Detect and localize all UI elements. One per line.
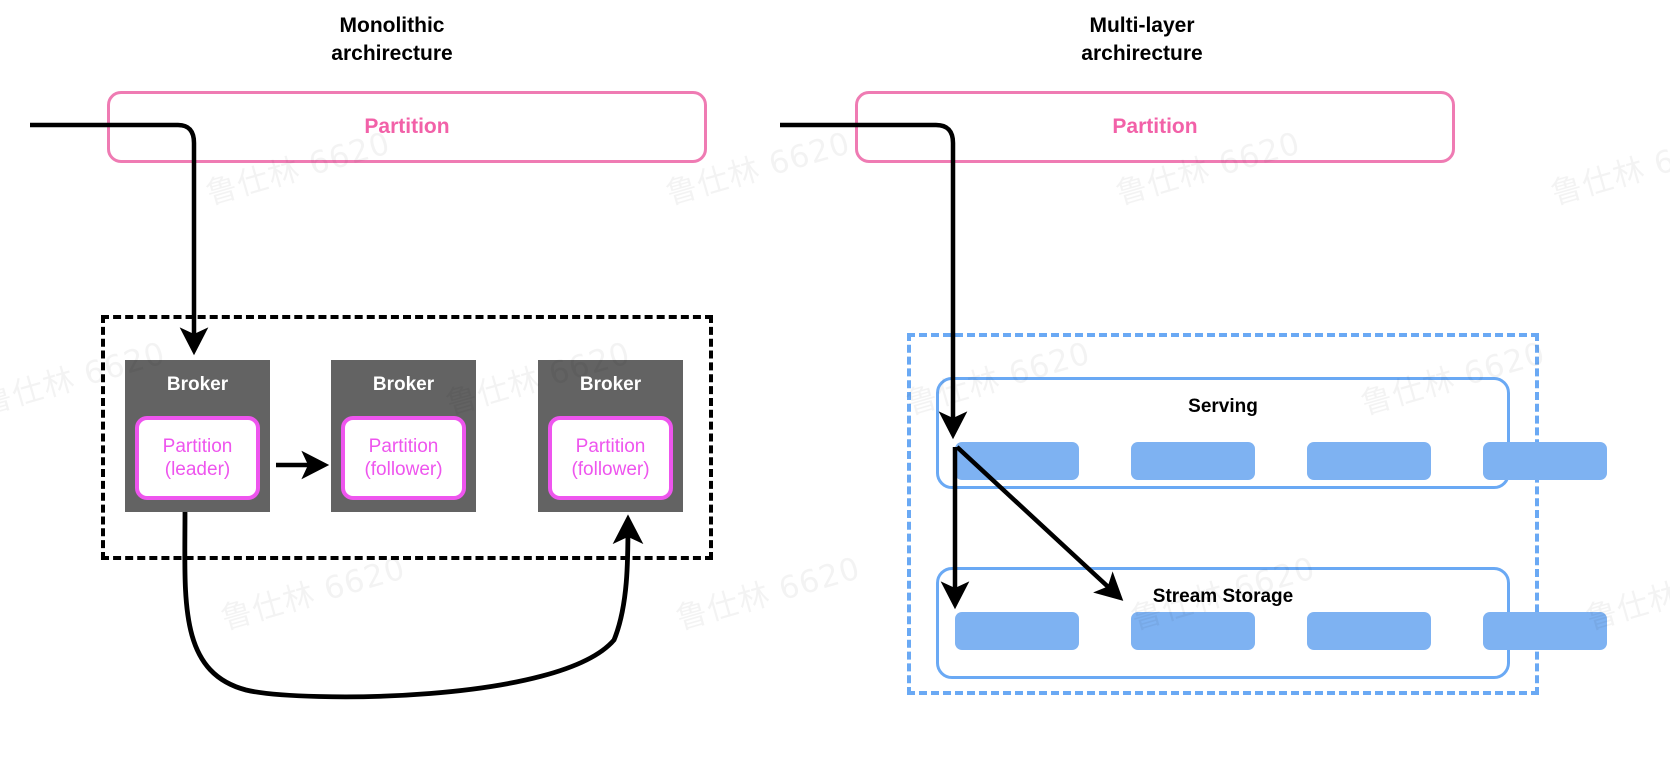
multilayer-boundary bbox=[907, 333, 1539, 695]
inner-partition-line-2: (leader) bbox=[164, 459, 231, 480]
stream-storage-layer-title: Stream Storage bbox=[1152, 586, 1294, 607]
inner-partition-leader: Partition (leader) bbox=[135, 416, 260, 500]
inner-partition-line-1: Partition bbox=[162, 435, 233, 457]
panel-title-multilayer: Multi-layer archirecture bbox=[1081, 14, 1203, 65]
serving-shard-3 bbox=[1307, 442, 1431, 480]
partition-label: Partition bbox=[1112, 115, 1198, 138]
inner-partition-line-1: Partition bbox=[368, 435, 439, 457]
partition-bar-monolithic: Partition bbox=[107, 91, 707, 163]
broker-header-label: Broker bbox=[166, 374, 229, 395]
storage-shard-3 bbox=[1307, 612, 1431, 650]
serving-shard-2 bbox=[1131, 442, 1255, 480]
broker-box-2: Broker Partition (follower) bbox=[331, 360, 476, 512]
inner-partition-line-2: (follower) bbox=[571, 459, 650, 480]
broker-box-1: Broker Partition (leader) bbox=[125, 360, 270, 512]
serving-layer-box: Serving bbox=[936, 377, 1510, 489]
inner-partition-follower-1: Partition (follower) bbox=[341, 416, 466, 500]
serving-shard-4 bbox=[1483, 442, 1607, 480]
broker-header-label: Broker bbox=[579, 374, 642, 395]
storage-shard-4 bbox=[1483, 612, 1607, 650]
partition-label: Partition bbox=[364, 115, 450, 138]
broker-box-3: Broker Partition (follower) bbox=[538, 360, 683, 512]
storage-shard-1 bbox=[955, 612, 1079, 650]
storage-shard-2 bbox=[1131, 612, 1255, 650]
broker-header-label: Broker bbox=[372, 374, 435, 395]
watermark-text: 鲁仕林 6620 bbox=[1545, 118, 1670, 214]
inner-partition-follower-2: Partition (follower) bbox=[548, 416, 673, 500]
serving-shard-1 bbox=[955, 442, 1079, 480]
serving-layer-title: Serving bbox=[1188, 396, 1258, 417]
partition-bar-multilayer: Partition bbox=[855, 91, 1455, 163]
panel-title-monolithic: Monolithic archirecture bbox=[331, 14, 453, 65]
inner-partition-line-2: (follower) bbox=[364, 459, 443, 480]
inner-partition-line-1: Partition bbox=[575, 435, 646, 457]
